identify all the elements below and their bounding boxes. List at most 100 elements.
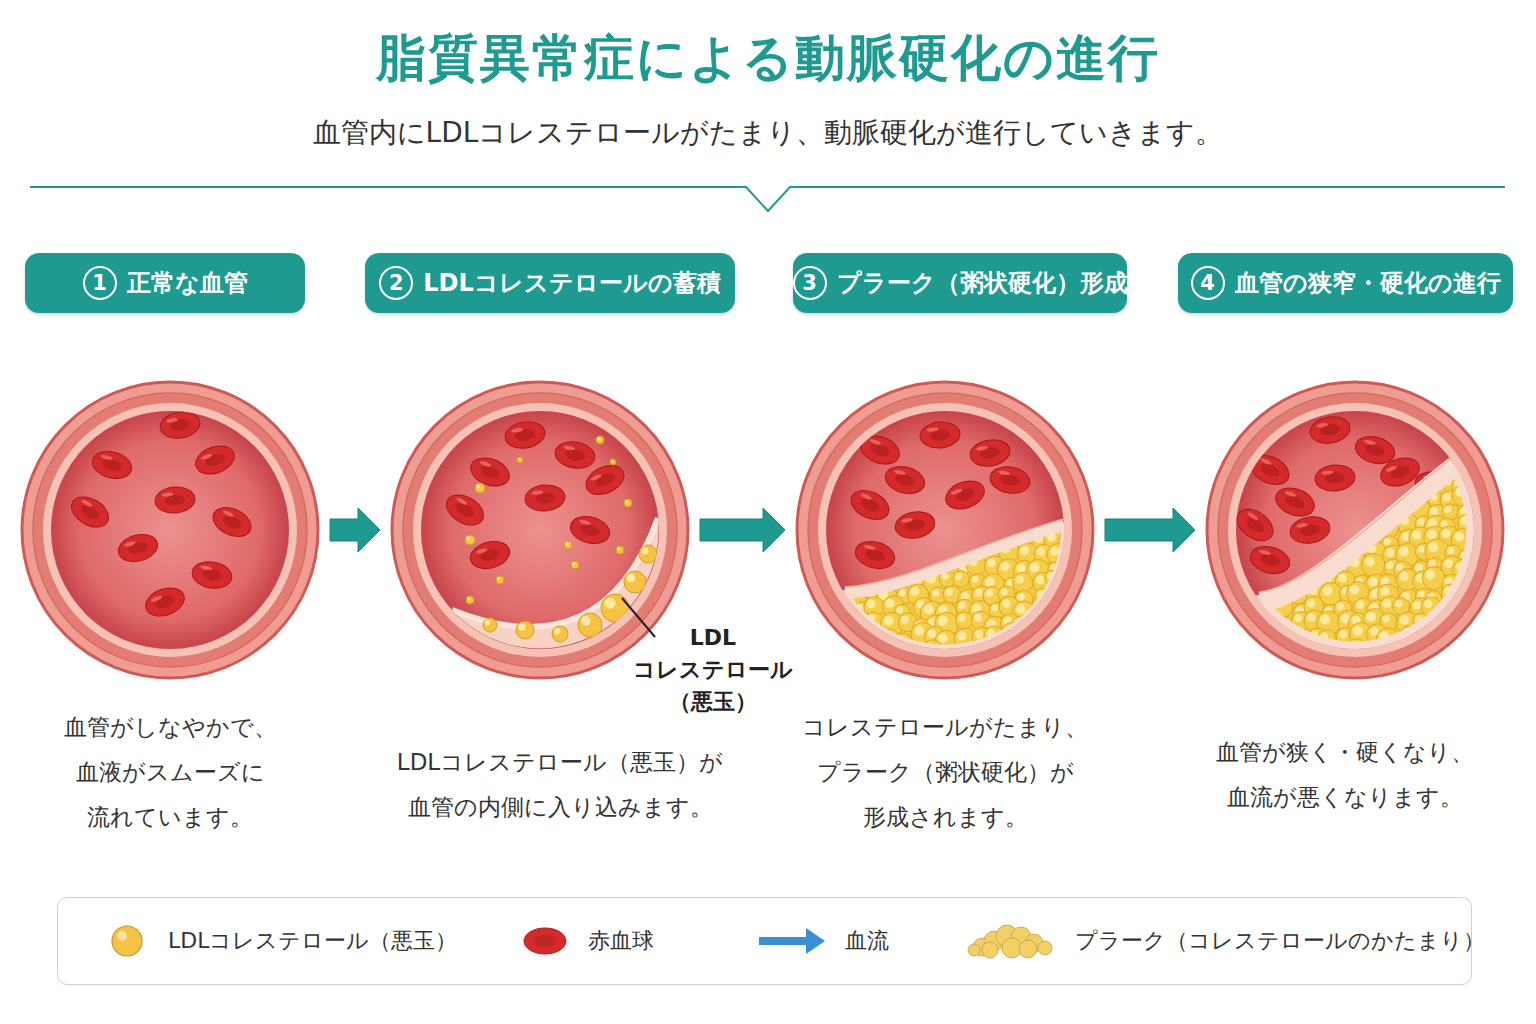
red-blood-cell: [553, 439, 597, 472]
plaque-globule: [895, 504, 917, 526]
globule-shine: [1291, 432, 1300, 441]
globule-shine: [987, 531, 995, 539]
cell-shine: [479, 460, 492, 468]
plaque-globule: [1334, 446, 1357, 469]
globule-shine: [1043, 646, 1053, 656]
vessel-cross-section: [795, 380, 1095, 680]
globule-shine: [879, 548, 888, 557]
globule-shine: [1386, 425, 1393, 432]
plaque-globule: [1276, 428, 1299, 451]
plaque-globule: [1408, 400, 1428, 420]
globule-shine: [914, 435, 923, 444]
globule-shine: [1324, 465, 1331, 472]
globule-shine: [1397, 405, 1407, 415]
globule-shine: [1320, 614, 1330, 624]
globule-shine: [1015, 394, 1023, 402]
globule-shine: [1444, 420, 1453, 429]
ldl-particle: [616, 546, 624, 554]
plaque-globule: [807, 640, 830, 663]
plaque-globule: [1456, 587, 1476, 607]
globule-shine: [1019, 627, 1029, 637]
globule-shine: [1335, 492, 1343, 500]
cell-body: [1308, 414, 1352, 447]
plaque-globule: [1218, 402, 1238, 422]
globule-shine: [1236, 505, 1244, 513]
globule-shine: [806, 421, 814, 429]
globule-shine: [825, 534, 832, 541]
globule-shine: [1047, 621, 1055, 629]
globule-shine: [1326, 452, 1333, 459]
globule-shine: [883, 534, 892, 543]
globule-shine: [1267, 628, 1276, 637]
plaque-globule: [1279, 644, 1297, 662]
plaque-globule: [892, 419, 915, 442]
plaque-globule: [938, 445, 960, 467]
cell-body: [190, 559, 234, 592]
globule-shine: [1248, 619, 1255, 626]
plaque-globule: [824, 541, 843, 560]
plaque-globule: [1305, 415, 1329, 439]
globule-shine: [1001, 474, 1009, 482]
globule-shine: [1063, 549, 1070, 556]
globule-shine: [1244, 518, 1253, 527]
plaque-globule: [818, 586, 837, 605]
plaque-globule: [1259, 406, 1279, 426]
plaque-globule: [1335, 464, 1353, 482]
globule-shine: [942, 409, 949, 416]
cell-body: [846, 485, 893, 525]
globule-shine: [806, 530, 814, 538]
red-blood-cell: [154, 485, 196, 514]
globule-shine: [1454, 646, 1463, 655]
step-number: 4: [1191, 266, 1225, 300]
globule-shine: [955, 408, 963, 416]
globule-shine: [870, 475, 878, 483]
red-blood-cell: [158, 409, 202, 442]
vessel-stage: 血管が狭く・硬くなり、 血流が悪くなります。: [1205, 380, 1505, 680]
plaque-globule: [1232, 392, 1248, 408]
plaque-globule: [819, 487, 840, 508]
globule-shine: [894, 560, 904, 570]
particle-body: [601, 594, 629, 622]
globule-shine: [1216, 631, 1223, 638]
plaque-globule: [1353, 418, 1372, 437]
plaque-globule: [1018, 489, 1038, 509]
globule-shine: [807, 621, 815, 629]
globule-shine: [842, 559, 850, 567]
plaque-globule: [920, 386, 943, 409]
globule-shine: [835, 430, 845, 440]
plaque-globule: [1015, 624, 1038, 647]
globule-shine: [1021, 640, 1031, 650]
plaque-globule: [824, 572, 842, 590]
plaque-globule: [914, 463, 933, 482]
plaque-globule: [1231, 619, 1248, 636]
plaque-globule: [810, 500, 828, 518]
globule-shine: [938, 633, 948, 643]
plaque-globule: [840, 557, 858, 575]
plaque-globule: [911, 432, 932, 453]
plaque-globule: [1056, 569, 1076, 589]
globule-shine: [1425, 570, 1435, 580]
legend-swatch: [524, 928, 566, 954]
plaque-globule: [916, 517, 932, 533]
plaque-globule: [1458, 601, 1475, 618]
globule-shine: [1334, 404, 1342, 412]
plaque: [1260, 466, 1473, 648]
vessel-cross-section: [390, 380, 690, 680]
plaque-globule: [1350, 441, 1372, 463]
globule-shine: [856, 396, 863, 403]
globule-shine: [1413, 466, 1420, 473]
globule-shine: [988, 392, 997, 401]
plaque-globule: [1233, 629, 1253, 649]
cell-shine: [1260, 457, 1273, 466]
globule-shine: [1337, 450, 1347, 460]
globule-shine: [971, 505, 978, 512]
plaque-globule: [847, 471, 870, 494]
plaque-globule: [833, 616, 851, 634]
globule-shine: [1065, 604, 1074, 613]
legend-swatch-svg: [495, 916, 595, 966]
globule-shine: [867, 600, 875, 608]
plaque-globule: [1216, 391, 1232, 407]
globule-shine: [1295, 393, 1305, 403]
globule-shine: [1265, 535, 1274, 544]
plaque-globule: [1305, 516, 1322, 533]
